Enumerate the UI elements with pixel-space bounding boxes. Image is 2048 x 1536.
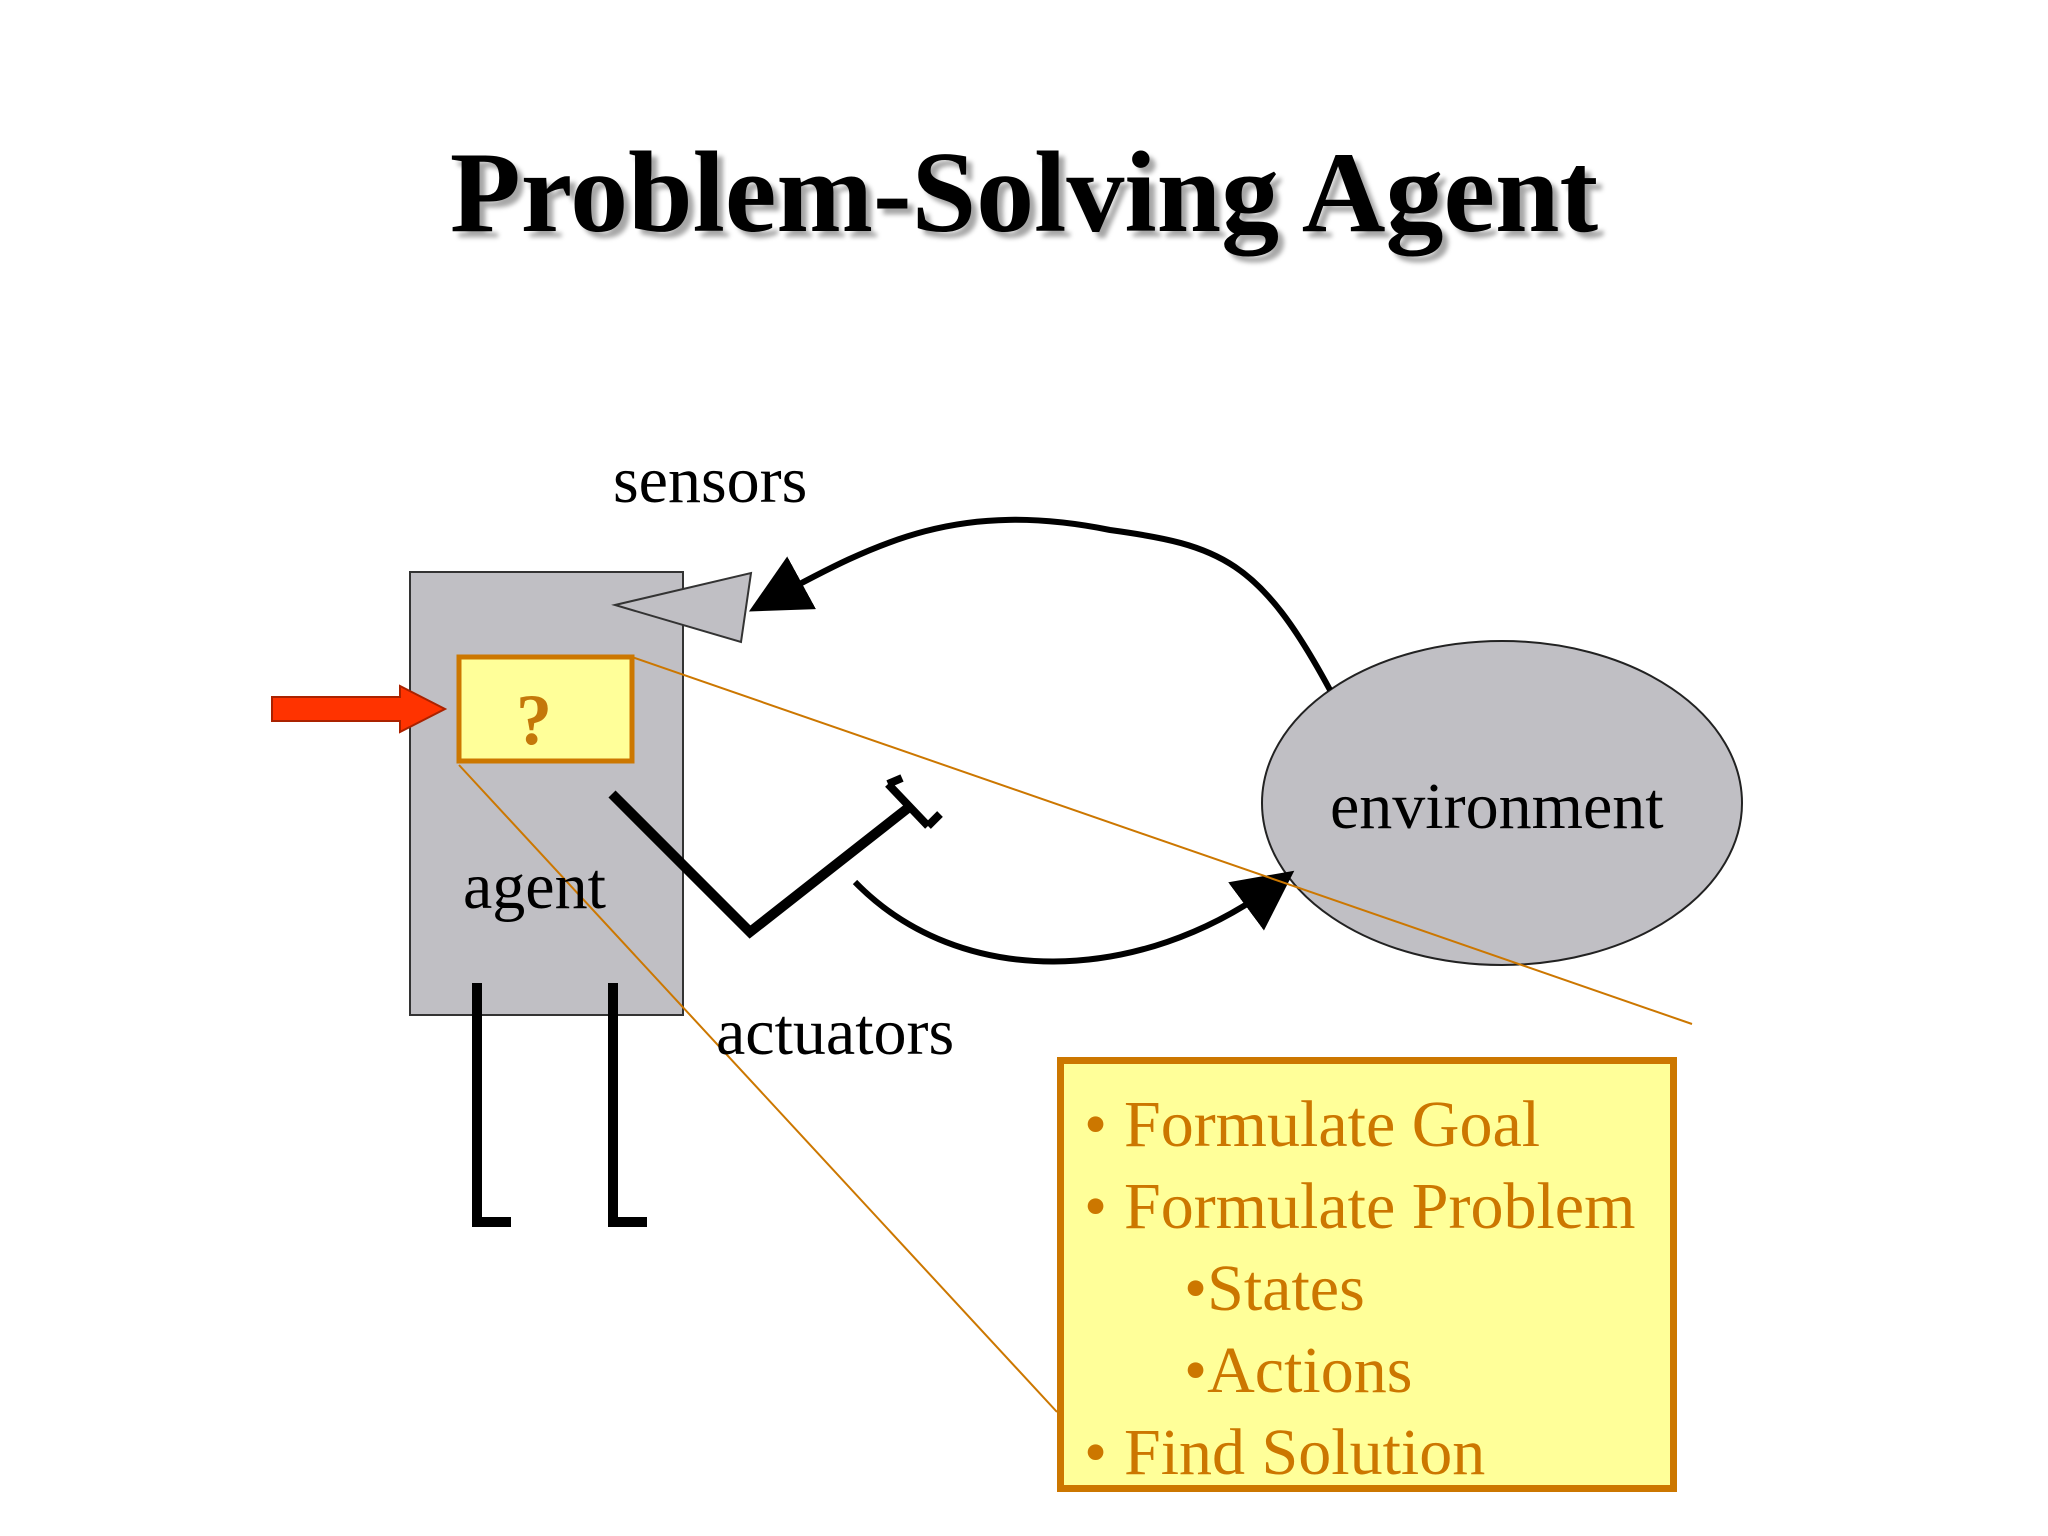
step-text: Actions [1207, 1334, 1413, 1407]
step-text: States [1207, 1252, 1365, 1325]
bullet: • [1084, 1416, 1108, 1489]
actuators-label: actuators [716, 996, 955, 1069]
percept-arrow [748, 516, 1333, 692]
step-text: Formulate Goal [1124, 1088, 1541, 1161]
environment-ellipse [1261, 640, 1743, 966]
sensors-label: sensors [613, 444, 808, 517]
step-find-solution: •Find Solution [1084, 1412, 1670, 1494]
substep-states: •States [1084, 1248, 1670, 1330]
bullet: • [1184, 1252, 1208, 1325]
environment-label: environment [1330, 770, 1664, 843]
unknown-process-box [456, 654, 635, 764]
agent-steps-box: •Formulate Goal •Formulate Problem •Stat… [1057, 1057, 1677, 1492]
bullet: • [1084, 1088, 1108, 1161]
slide-title: Problem-Solving Agent [449, 129, 1599, 257]
actuator-gripper [885, 774, 943, 829]
agent-body [409, 571, 684, 1016]
agent-right-leg [608, 983, 647, 1227]
step-formulate-goal: •Formulate Goal [1084, 1084, 1670, 1166]
input-arrow [271, 684, 448, 734]
zoom-line-bottom [458, 764, 1058, 1413]
substep-actions: •Actions [1084, 1330, 1670, 1412]
zoom-line-top [631, 656, 1693, 1025]
agent-left-leg [472, 983, 511, 1227]
agent-label: agent [463, 850, 606, 923]
agent-steps-list: •Formulate Goal •Formulate Problem •Stat… [1084, 1084, 1670, 1494]
actuator-arm [608, 790, 912, 939]
step-text: Find Solution [1124, 1416, 1486, 1489]
unknown-process-label: ? [516, 680, 552, 760]
sensor-cone [611, 571, 753, 644]
bullet: • [1184, 1334, 1208, 1407]
bullet: • [1084, 1170, 1108, 1243]
action-arrow [852, 870, 1295, 965]
step-formulate-problem: •Formulate Problem [1084, 1166, 1670, 1248]
step-text: Formulate Problem [1124, 1170, 1636, 1243]
